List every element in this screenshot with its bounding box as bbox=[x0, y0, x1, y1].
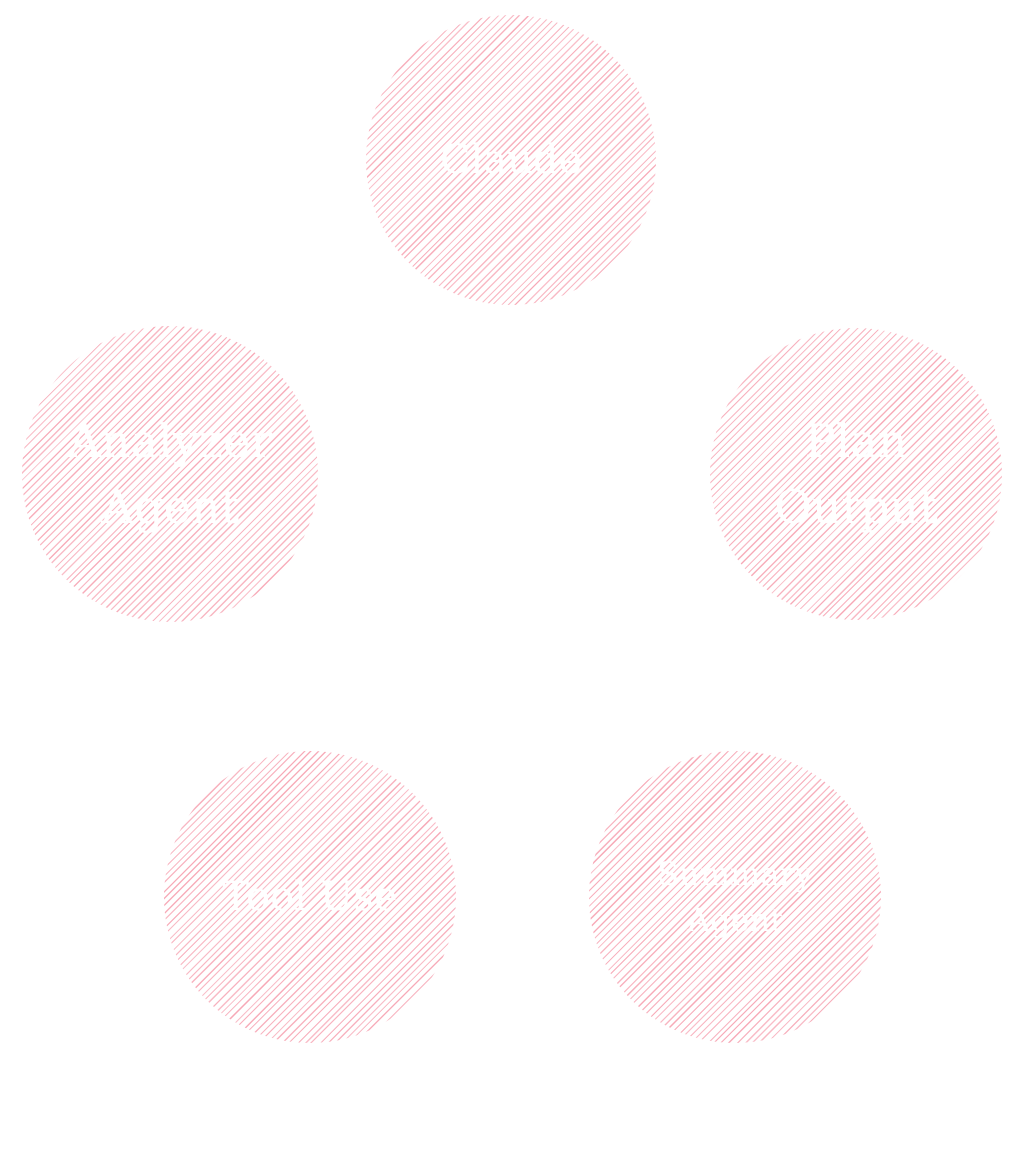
node-claude: Claude bbox=[366, 15, 656, 305]
node-label: Output bbox=[774, 480, 938, 534]
node-label: Analyzer bbox=[67, 414, 272, 468]
node-hachure-fill bbox=[710, 328, 1002, 620]
node-label: Tool Use bbox=[222, 874, 397, 920]
node-label: Agent bbox=[100, 480, 240, 534]
node-label: Plan bbox=[805, 414, 908, 468]
node-label: Summary bbox=[657, 855, 813, 893]
node-label: Agent bbox=[686, 901, 783, 939]
node-label: Claude bbox=[440, 137, 582, 183]
node-hachure-fill bbox=[22, 326, 318, 622]
